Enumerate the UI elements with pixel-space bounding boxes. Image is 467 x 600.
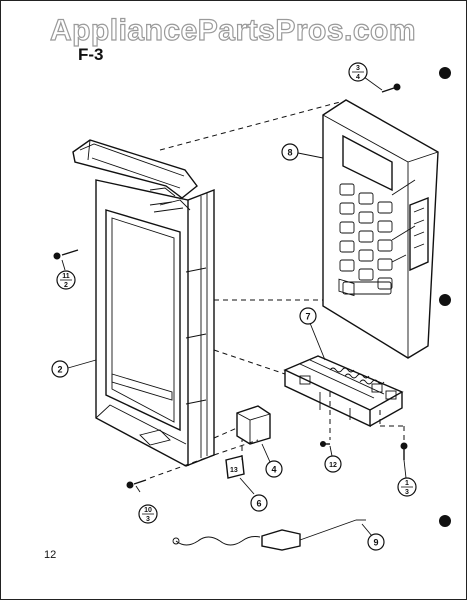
svg-text:11: 11 <box>62 273 70 280</box>
svg-text:6: 6 <box>256 499 261 509</box>
latch-block <box>236 405 271 445</box>
svg-text:9: 9 <box>373 538 378 548</box>
svg-text:10: 10 <box>144 507 152 514</box>
svg-text:7: 7 <box>305 312 310 322</box>
svg-text:12: 12 <box>329 462 337 469</box>
screw-bottom-left <box>126 479 147 489</box>
callout-11-2: 11 2 <box>56 259 76 290</box>
svg-text:4: 4 <box>356 74 360 81</box>
switch-bracket <box>283 355 404 428</box>
svg-text:2: 2 <box>64 282 68 289</box>
section-label: F-3 <box>78 45 104 64</box>
callout-12: 12 <box>324 445 342 473</box>
callout-9-harness: 9 <box>361 523 385 551</box>
svg-text:1: 1 <box>405 480 409 487</box>
wire-harness <box>172 519 366 551</box>
callout-3-4: 3 4 <box>348 62 383 91</box>
svg-text:4: 4 <box>271 465 276 475</box>
svg-text:2: 2 <box>57 365 62 375</box>
svg-text:3: 3 <box>146 516 150 523</box>
screw-bottom-right <box>400 442 408 460</box>
callout-10-3: 10 3 <box>135 485 158 524</box>
svg-text:3: 3 <box>405 489 409 496</box>
label-plate: 13 <box>225 455 245 479</box>
screw-center <box>320 441 330 447</box>
leader-lines <box>149 101 405 479</box>
svg-text:13: 13 <box>230 467 238 474</box>
callout-2-door: 2 <box>51 359 97 378</box>
binder-hole-top <box>439 67 451 79</box>
callout-7-bracket: 7 <box>299 307 326 361</box>
keypad <box>338 278 355 297</box>
callout-4-latch: 4 <box>261 443 283 478</box>
watermark-text: AppliancePartsPros.com <box>50 14 416 47</box>
page-number: 12 <box>44 549 56 561</box>
door-assembly <box>72 139 215 467</box>
control-panel <box>322 99 439 359</box>
screw-top <box>381 83 401 93</box>
callout-6-plate: 6 <box>239 477 268 512</box>
screw-left <box>53 249 79 260</box>
callout-1-3: 1 3 <box>397 459 417 497</box>
svg-text:3: 3 <box>356 65 360 72</box>
binder-hole-middle <box>439 294 451 306</box>
callout-8-panel: 8 <box>281 143 324 161</box>
svg-text:8: 8 <box>287 148 292 158</box>
binder-hole-bottom <box>439 515 451 527</box>
